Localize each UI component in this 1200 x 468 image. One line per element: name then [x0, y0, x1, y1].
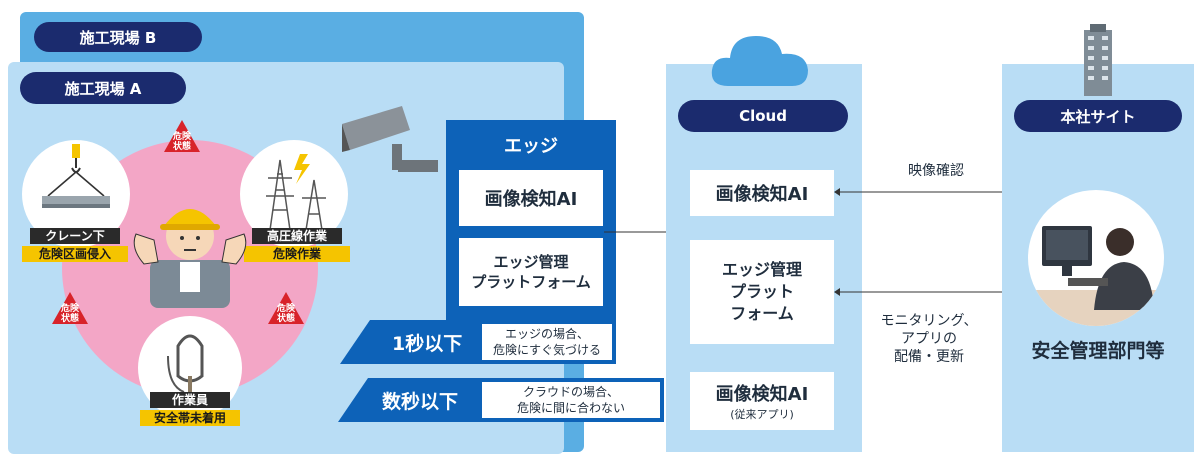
hq-to-cloud-ai-arrow	[834, 188, 1004, 196]
camera-icon	[342, 106, 438, 172]
video-check-label: 映像確認	[908, 163, 964, 179]
crane-hazard-sub: 危険区画侵入	[22, 246, 128, 262]
warning-icon: 危険 状態	[162, 118, 202, 154]
site-a-label: 施工現場 A	[20, 72, 186, 104]
building-icon	[1084, 24, 1112, 96]
edge-platform-box: エッジ管理 プラットフォーム	[459, 238, 603, 306]
cloud-platform-box: エッジ管理 プラット フォーム	[690, 240, 834, 344]
legacy-ai-sub: (従来アプリ)	[730, 408, 794, 421]
operator-icon	[1028, 226, 1164, 326]
operator-circle	[1028, 190, 1164, 326]
legacy-ai-title: 画像検知AI	[715, 384, 809, 405]
powerline-hazard-title: 高圧線作業	[252, 228, 342, 244]
edge-latency-note: エッジの場合、 危険にすぐ気づける	[482, 324, 612, 360]
edge-title: エッジ	[504, 136, 558, 157]
hq-to-platform-arrow	[834, 288, 1004, 296]
warning-icon: 危険 状態	[50, 290, 90, 326]
edge-ai-box: 画像検知AI	[459, 170, 603, 226]
hq-label: 本社サイト	[1014, 100, 1182, 132]
cloud-ai-box: 画像検知AI	[690, 170, 834, 216]
cloud-latency-note: クラウドの場合、 危険に間に合わない	[482, 382, 660, 418]
powerline-icon	[266, 154, 326, 231]
crane-icon	[42, 144, 110, 208]
cloud-latency-label: 数秒以下	[382, 378, 482, 422]
hq-dept-label: 安全管理部門等	[1031, 340, 1165, 362]
edge-latency-label: 1秒以下	[392, 320, 482, 364]
monitoring-label: モニタリング、 アプリの 配備・更新	[880, 313, 978, 365]
cloud-icon	[711, 36, 808, 86]
powerline-hazard-sub: 危険作業	[244, 246, 350, 262]
legacy-ai-box: 画像検知AI (従来アプリ)	[690, 372, 834, 430]
worker-hazard-title: 作業員	[150, 392, 230, 408]
cloud-label: Cloud	[678, 100, 848, 132]
warning-icon: 危険 状態	[266, 290, 306, 326]
crane-hazard-title: クレーン下	[30, 228, 120, 244]
site-b-label: 施工現場 B	[34, 22, 202, 52]
worker-hazard-sub: 安全帯未着用	[140, 410, 240, 426]
worker-icon	[133, 209, 247, 308]
